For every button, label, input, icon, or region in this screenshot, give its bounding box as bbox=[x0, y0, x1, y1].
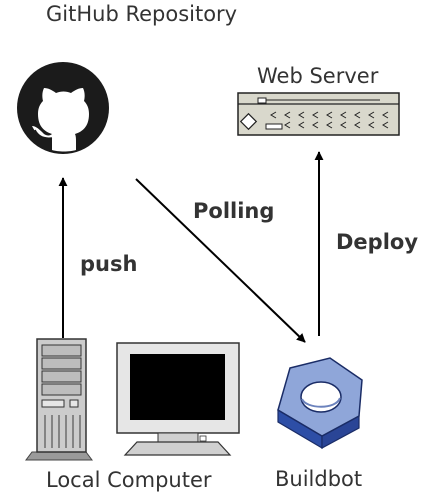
rack-server-icon bbox=[237, 92, 400, 136]
desktop-computer-icon bbox=[25, 338, 240, 461]
edge-deploy: Deploy bbox=[314, 151, 418, 336]
hex-nut-icon bbox=[277, 357, 363, 450]
polling-label: Polling bbox=[193, 199, 274, 223]
webserver-node: Web Server bbox=[237, 64, 400, 136]
deploy-label: Deploy bbox=[336, 230, 418, 254]
buildbot-label: Buildbot bbox=[275, 467, 362, 491]
github-octocat-icon bbox=[17, 62, 109, 154]
buildbot-node: Buildbot bbox=[275, 357, 363, 491]
local-computer-node: Local Computer bbox=[25, 338, 240, 492]
github-label: GitHub Repository bbox=[46, 2, 237, 26]
local-computer-label: Local Computer bbox=[46, 468, 212, 492]
edge-push: push bbox=[58, 177, 137, 338]
github-node: GitHub Repository bbox=[17, 2, 237, 154]
edge-polling: Polling bbox=[135, 178, 306, 343]
webserver-label: Web Server bbox=[257, 64, 379, 88]
polling-arrow bbox=[135, 178, 306, 343]
push-label: push bbox=[80, 252, 137, 276]
